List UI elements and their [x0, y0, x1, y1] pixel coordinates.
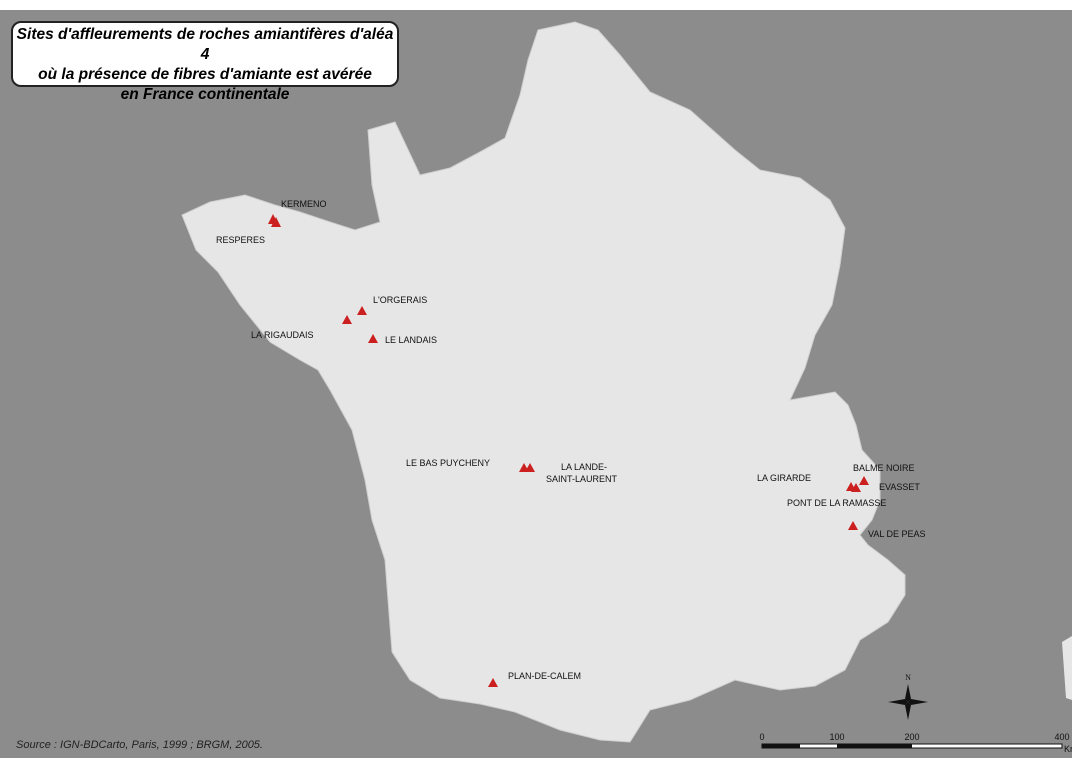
site-marker-plan-de-calem — [488, 678, 498, 687]
site-label-la-girarde: LA GIRARDE — [757, 473, 811, 483]
scale-tick-200: 200 — [904, 732, 919, 742]
site-label-evasset: EVASSET — [879, 482, 920, 492]
scale-unit: Km — [1064, 744, 1072, 754]
map-title: Sites d'affleurements de roches amiantif… — [11, 21, 399, 103]
france-landmass — [181, 21, 906, 743]
site-label-la-lande: LA LANDE- — [561, 462, 607, 472]
site-label-pont-de-la-ramasse: PONT DE LA RAMASSE — [787, 498, 886, 508]
scale-bar: 0 100 200 400 Km — [759, 732, 1072, 754]
compass-rose-icon: N — [888, 673, 928, 720]
site-label-saint-laurent: SAINT-LAURENT — [546, 474, 618, 484]
scale-tick-0: 0 — [759, 732, 764, 742]
source-credit: Source : IGN-BDCarto, Paris, 1999 ; BRGM… — [16, 739, 263, 751]
site-label-val-de-peas: VAL DE PEAS — [868, 529, 926, 539]
site-marker-pont-de-la-ramasse — [851, 483, 861, 492]
site-label-le-bas-puycheny: LE BAS PUYCHENY — [406, 458, 490, 468]
site-label-plan-de-calem: PLAN-DE-CALEM — [508, 671, 581, 681]
site-label-kermeno: KERMENO — [281, 199, 327, 209]
corsica-edge — [1062, 636, 1072, 700]
site-labels: KERMENO RESPERES L'ORGERAIS LA RIGAUDAIS… — [216, 199, 926, 681]
north-label: N — [905, 673, 911, 682]
scale-tick-400: 400 — [1054, 732, 1069, 742]
site-label-lorgerais: L'ORGERAIS — [373, 295, 427, 305]
map-title-line-3: en France continentale — [120, 86, 290, 103]
map-title-line-2: où la présence de fibres d'amiante est a… — [38, 66, 372, 83]
map-title-line-1: Sites d'affleurements de roches amiantif… — [16, 26, 394, 63]
site-marker-balme-noire — [859, 476, 869, 485]
site-marker-lorgerais — [357, 306, 367, 315]
site-marker-le-landais — [368, 334, 378, 343]
site-label-resperes: RESPERES — [216, 235, 265, 245]
site-marker-val-de-peas — [848, 521, 858, 530]
site-label-le-landais: LE LANDAIS — [385, 335, 437, 345]
site-label-balme-noire: BALME NOIRE — [853, 463, 915, 473]
site-label-la-rigaudais: LA RIGAUDAIS — [251, 330, 314, 340]
site-markers — [268, 214, 869, 687]
site-marker-la-rigaudais — [342, 315, 352, 324]
site-marker-resperes — [271, 217, 281, 227]
scale-tick-100: 100 — [829, 732, 844, 742]
site-marker-la-lande-saint-laurent — [525, 463, 535, 472]
